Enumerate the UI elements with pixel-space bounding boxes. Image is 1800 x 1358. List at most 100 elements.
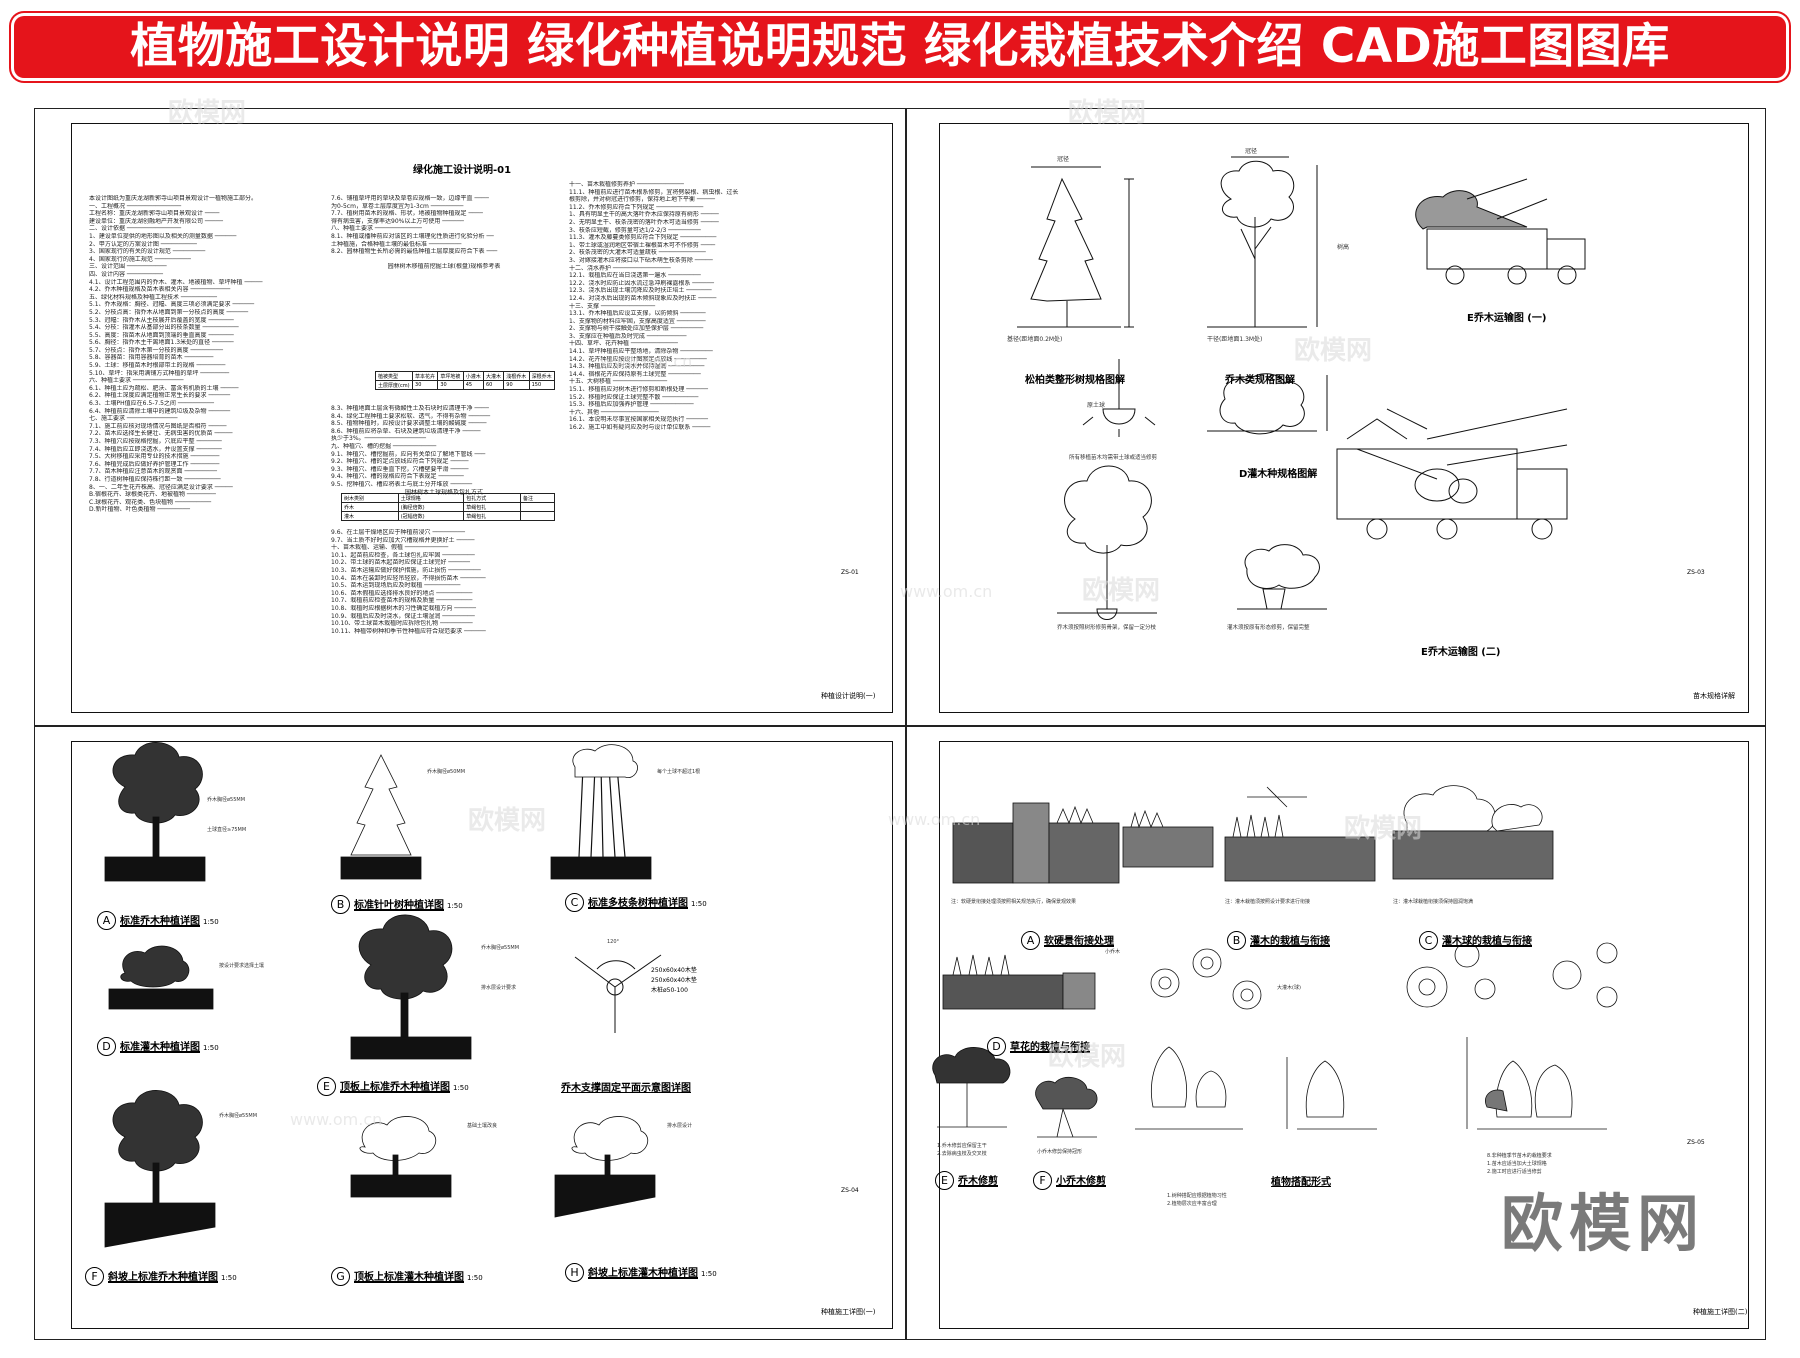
shrub-spec-label: D灌木种规格图解 xyxy=(1239,469,1318,480)
support-dim-2: 250x60x40木垫 xyxy=(651,977,697,984)
sheet-frame xyxy=(939,123,1749,713)
detail-label: 顶板上标准灌木种植详图 xyxy=(354,1272,464,1283)
sheet-footer: 种植施工详图(二) xyxy=(1693,1308,1748,1316)
watermark-url: www.om.cn xyxy=(600,352,693,371)
svg-text:小乔木: 小乔木 xyxy=(1105,948,1120,955)
detail-label: 标准灌木种植详图 xyxy=(120,1042,200,1053)
svg-text:注：软硬景衔接处理须按照相关规范执行，确保景观效果: 注：软硬景衔接处理须按照相关规范执行，确保景观效果 xyxy=(951,898,1076,905)
detail-letter: B xyxy=(1227,931,1246,950)
svg-text:1.苗木应适当加大土球规格: 1.苗木应适当加大土球规格 xyxy=(1487,1160,1547,1167)
detail-letter: C xyxy=(1419,931,1438,950)
sheet-frame xyxy=(71,123,893,713)
svg-text:乔木胸径ø55MM: 乔木胸径ø55MM xyxy=(481,944,519,951)
detail-letter: D xyxy=(987,1037,1006,1056)
svg-text:冠径: 冠径 xyxy=(1057,155,1069,163)
svg-text:灌木须按原有形态修剪，保留完整: 灌木须按原有形态修剪，保留完整 xyxy=(1227,623,1310,631)
sheet-code: ZS-03 xyxy=(1687,569,1705,576)
watermark: 欧模网 xyxy=(168,98,247,128)
svg-text:乔木须按照树形修剪骨架，保留一定分枝: 乔木须按照树形修剪骨架，保留一定分枝 xyxy=(1057,623,1157,631)
sheet-design-notes: 绿化施工设计说明-01 本设计图纸为重庆龙湖新郭寺山项目景观设计一植物施工部分。… xyxy=(34,108,906,726)
svg-text:排水层设计: 排水层设计 xyxy=(667,1122,692,1129)
detail-label: 灌木球的栽植与衔接 xyxy=(1442,936,1532,947)
detail-label: 乔木修剪 xyxy=(958,1176,998,1187)
svg-text:2.施工时应进行适当修剪: 2.施工时应进行适当修剪 xyxy=(1487,1168,1542,1175)
svg-text:乔木胸径ø50MM: 乔木胸径ø50MM xyxy=(427,768,465,775)
sheet-nursery-specs: 冠径 冠径 基径(距地面0.2M处) 干径(距地面1.3M处) 树高 原土球 所… xyxy=(906,108,1766,726)
detail-C: C 灌木球的栽植与衔接 xyxy=(1419,931,1532,950)
detail-label: 标准针叶树种植详图 xyxy=(354,900,444,911)
sheet-code: ZS-04 xyxy=(841,1187,859,1194)
notes-column-2b: 8.3、种植地面土层含有微酸性土及石块时应清理干净 ──── 8.4、绿化工程种… xyxy=(331,405,557,496)
detail-letter: E xyxy=(317,1077,336,1096)
truck2-label: E乔木运输图 (二) xyxy=(1421,647,1501,658)
arbor-spec-label: 乔木类规格图解 xyxy=(1225,375,1295,386)
svg-text:注：灌木球栽植衔接须保持圆润饱满: 注：灌木球栽植衔接须保持圆润饱满 xyxy=(1393,898,1473,905)
svg-text:2.去除病虫枝及交叉枝: 2.去除病虫枝及交叉枝 xyxy=(937,1150,987,1157)
table1-caption: 园林树木移植前挖掘土球(根盘)规格参考表 xyxy=(387,263,501,271)
watermark-url: www.om.cn xyxy=(888,810,981,829)
svg-text:注：灌木栽植须按照设计要求进行衔接: 注：灌木栽植须按照设计要求进行衔接 xyxy=(1225,898,1310,905)
watermark: 欧模网 xyxy=(1068,98,1147,128)
sheet-planting-details-2: 注：软硬景衔接处理须按照相关规范执行，确保景观效果 注：灌木栽植须按照设计要求进… xyxy=(906,726,1766,1340)
notes-column-3: 十一、苗木栽植修剪养护 ───────────── 11.1、种植前应进行苗木根… xyxy=(569,181,739,431)
planting-combination-label: 植物搭配形式 xyxy=(1271,1177,1331,1188)
notes-column-1: 本设计图纸为重庆龙湖新郭寺山项目景观设计一植物施工部分。 一、工程概况 ────… xyxy=(89,195,319,514)
sheet-title: 绿化施工设计说明-01 xyxy=(413,165,512,176)
watermark-url: www.om.cn xyxy=(290,1110,383,1129)
sheet-code: ZS-01 xyxy=(841,569,859,576)
table2-caption: 园林树木土球规格及包扎方式 xyxy=(404,488,483,496)
conifer-spec-drawing: 冠径 冠径 基径(距地面0.2M处) 干径(距地面1.3M处) 树高 原土球 所… xyxy=(1007,147,1586,631)
support-plan-label: 乔木支撑固定平面示意图详图 xyxy=(561,1083,691,1094)
svg-text:土球直径≥75MM: 土球直径≥75MM xyxy=(207,826,246,833)
watermark: 欧模网 xyxy=(1344,814,1423,844)
watermark: 欧模网 xyxy=(1294,336,1373,366)
svg-text:乔木胸径ø55MM: 乔木胸径ø55MM xyxy=(207,796,245,803)
sheet-footer: 种植设计说明(一) xyxy=(821,692,876,700)
sheet-code: ZS-05 xyxy=(1687,1139,1705,1146)
corner-watermark: 欧模网 xyxy=(1500,1187,1705,1260)
detail-label: 灌木的栽植与衔接 xyxy=(1250,936,1330,947)
spec-table-2: 树木类别土球规格包扎方式备注 乔木(胸径倍数)草绳包扎 灌木(冠幅倍数)草绳包扎 xyxy=(341,493,556,521)
detail-B: B 灌木的栽植与衔接 xyxy=(1227,931,1330,950)
svg-text:基径(距地面0.2M处): 基径(距地面0.2M处) xyxy=(1007,335,1062,343)
detail-letter: F xyxy=(85,1267,104,1286)
planting-details-drawing: 乔木胸径ø55MM 土球直径≥75MM 乔木胸径ø50MM 每个土球不超过1根 … xyxy=(104,742,700,1248)
detail-letter: B xyxy=(331,895,350,914)
detail-letter: H xyxy=(565,1263,584,1282)
planting-details-2-drawing: 注：软硬景衔接处理须按照相关规范执行，确保景观效果 注：灌木栽植须按照设计要求进… xyxy=(932,785,1618,1207)
detail-letter: C xyxy=(565,893,584,912)
watermark: 欧模网 xyxy=(1082,576,1161,606)
svg-text:冠径: 冠径 xyxy=(1245,147,1257,155)
sheet-footer: 苗木规格详解 xyxy=(1693,692,1735,700)
detail-label: 斜坡上标准乔木种植详图 xyxy=(108,1272,218,1283)
detail-label: 软硬景衔接处理 xyxy=(1044,936,1114,947)
detail-label: 标准多枝条树种植详图 xyxy=(588,898,688,909)
svg-text:原土球: 原土球 xyxy=(1087,401,1105,409)
notes-column-2c: 9.6、在土层干燥地区应于种植前浸穴 ───────── 9.7、当土质不好时应… xyxy=(331,529,486,635)
sheet-footer: 种植施工详图(一) xyxy=(821,1308,876,1316)
detail-label: 斜坡上标准灌木种植详图 xyxy=(588,1268,698,1279)
svg-text:120°: 120° xyxy=(607,939,620,945)
svg-text:按设计要求选择土壤: 按设计要求选择土壤 xyxy=(219,962,264,969)
detail-letter: G xyxy=(331,1267,350,1286)
title-banner: 植物施工设计说明 绿化种植说明规范 绿化栽植技术介绍 CAD施工图图库 xyxy=(0,0,1800,96)
detail-label: 顶板上标准乔木种植详图 xyxy=(340,1082,450,1093)
svg-text:干径(距地面1.3M处): 干径(距地面1.3M处) xyxy=(1207,335,1262,343)
svg-text:排水层设计要求: 排水层设计要求 xyxy=(481,984,516,991)
svg-text:小乔木修剪保持冠形: 小乔木修剪保持冠形 xyxy=(1037,1148,1082,1155)
notes-column-2: 7.6、铺植草坪用的草块及草卷应规格一致，边缘平直 ──── 为0-5cm，草卷… xyxy=(331,195,557,271)
svg-text:1.乔木修剪应保留主干: 1.乔木修剪应保留主干 xyxy=(937,1142,987,1149)
svg-text:所有移植苗木均需带土球或适当修剪: 所有移植苗木均需带土球或适当修剪 xyxy=(1069,453,1158,461)
